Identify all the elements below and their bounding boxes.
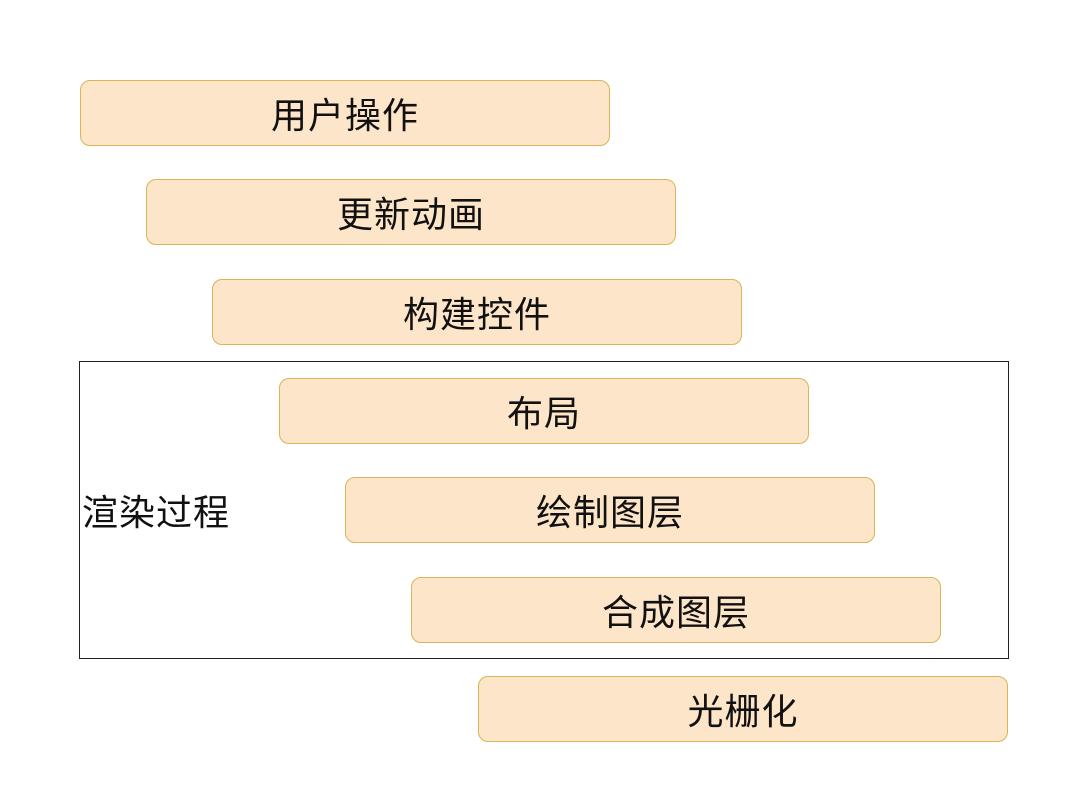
step-rasterize: 光栅化 <box>478 676 1008 742</box>
step-composite-layers: 合成图层 <box>411 577 941 643</box>
step-paint-layers: 绘制图层 <box>345 477 875 543</box>
step-build-widgets: 构建控件 <box>212 279 742 345</box>
step-update-animation: 更新动画 <box>146 179 676 245</box>
step-layout: 布局 <box>279 378 809 444</box>
step-user-action: 用户操作 <box>80 80 610 146</box>
render-process-group-label: 渲染过程 <box>82 493 231 534</box>
render-process-group <box>79 361 1009 659</box>
